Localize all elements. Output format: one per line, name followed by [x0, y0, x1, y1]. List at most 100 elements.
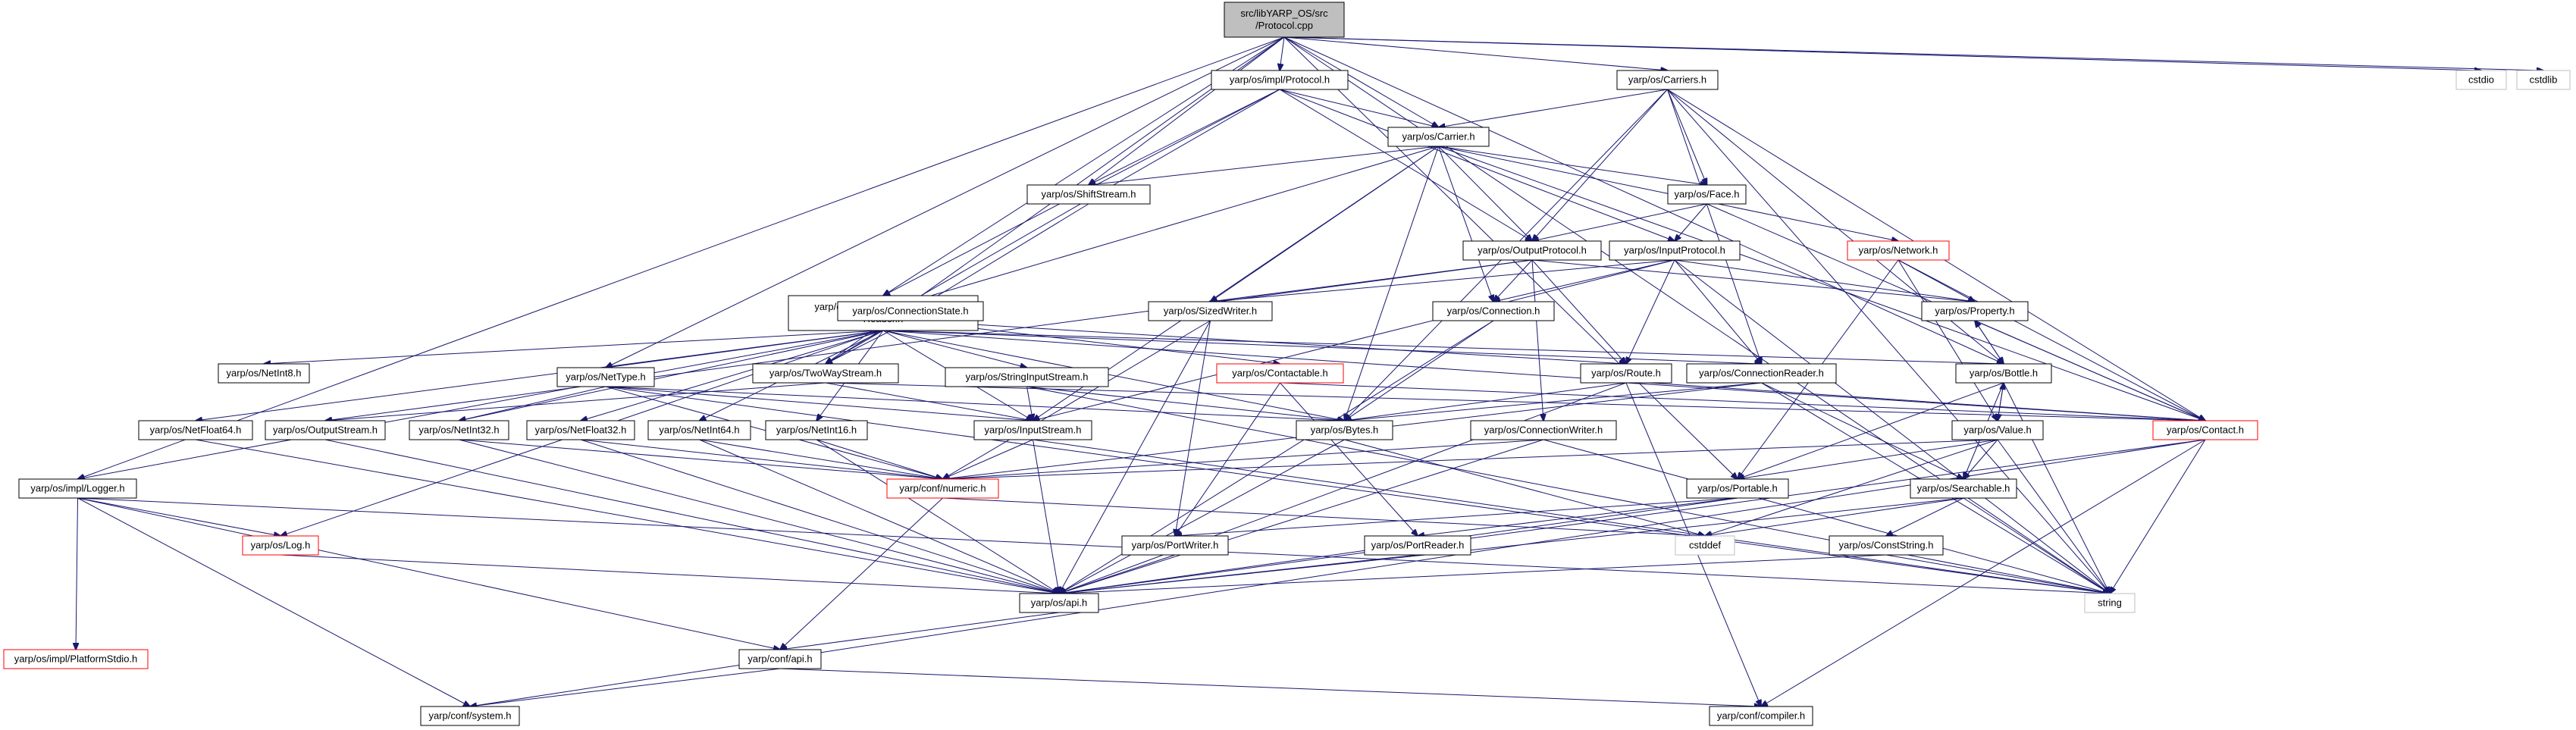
- node-carrier[interactable]: yarp/os/Carrier.h: [1387, 127, 1490, 147]
- edge-nettype-to-netint32: [459, 386, 606, 421]
- node-sizedwriter[interactable]: yarp/os/SizedWriter.h: [1148, 301, 1273, 321]
- node-numeric[interactable]: yarp/conf/numeric.h: [886, 478, 999, 499]
- node-netfloat32[interactable]: yarp/os/NetFloat32.h: [526, 420, 635, 440]
- edge-contact-to-osapi: [1059, 439, 2206, 594]
- node-root[interactable]: src/libYARP_OS/src/Protocol.cpp: [1224, 2, 1345, 38]
- node-box-outputstream: [265, 420, 386, 440]
- node-carriers[interactable]: yarp/os/Carriers.h: [1616, 70, 1719, 90]
- node-outputprotocol[interactable]: yarp/os/OutputProtocol.h: [1462, 240, 1602, 261]
- node-netint16[interactable]: yarp/os/NetInt16.h: [765, 420, 868, 440]
- node-inputstream[interactable]: yarp/os/InputStream.h: [973, 420, 1092, 440]
- edge-carriers-to-connreader: [1667, 89, 1762, 364]
- edge-nettype-to-inputstream: [605, 386, 1033, 421]
- node-contact[interactable]: yarp/os/Contact.h: [2152, 420, 2258, 440]
- node-netfloat64[interactable]: yarp/os/NetFloat64.h: [138, 420, 253, 440]
- edge-contact-to-string: [2110, 439, 2206, 594]
- edge-outputstream-to-osapi: [324, 439, 1059, 594]
- node-label-inputstream: yarp/os/InputStream.h: [985, 425, 1082, 436]
- edge-root-to-implprotocol: [1280, 36, 1285, 70]
- node-conststring[interactable]: yarp/os/ConstString.h: [1829, 535, 1944, 556]
- node-bottle[interactable]: yarp/os/Bottle.h: [1955, 363, 2052, 384]
- node-platformstdio[interactable]: yarp/os/impl/PlatformStdio.h: [3, 649, 149, 669]
- edge-inputprotocol-to-string: [1674, 259, 2110, 594]
- node-compiler[interactable]: yarp/conf/compiler.h: [1709, 706, 1813, 726]
- edge-netint16-to-osapi: [816, 439, 1059, 594]
- node-portreader[interactable]: yarp/os/PortReader.h: [1364, 535, 1471, 556]
- edge-outputprotocol-to-connection: [1493, 259, 1533, 302]
- edge-contactable-to-contact: [1280, 382, 2206, 421]
- node-nettype[interactable]: yarp/os/NetType.h: [556, 367, 655, 387]
- node-twowaystream[interactable]: yarp/os/TwoWayStream.h: [752, 363, 899, 384]
- node-label-string: string: [2098, 597, 2122, 609]
- edge-streamconn-to-twowaystream: [826, 330, 884, 364]
- edge-osapi-to-confapi: [780, 612, 1060, 650]
- node-route[interactable]: yarp/os/Route.h: [1580, 363, 1672, 384]
- edge-root-to-cstdlib: [1283, 36, 2543, 70]
- edge-bytes-to-osapi: [1059, 439, 1345, 594]
- node-value[interactable]: yarp/os/Value.h: [1951, 420, 2044, 440]
- node-label-compiler: yarp/conf/compiler.h: [1717, 710, 1805, 722]
- node-box-osapi: [1019, 593, 1099, 613]
- node-netint32[interactable]: yarp/os/NetInt32.h: [409, 420, 509, 440]
- node-box-netint8: [218, 363, 310, 384]
- edge-carrier-to-face: [1438, 146, 1707, 185]
- edge-connreader-to-bytes: [1345, 382, 1762, 421]
- node-netint64[interactable]: yarp/os/NetInt64.h: [647, 420, 751, 440]
- node-box-netfloat32: [526, 420, 635, 440]
- node-box-bottle: [1955, 363, 2052, 384]
- node-box-conststring: [1829, 535, 1944, 556]
- edge-portable-to-portreader: [1418, 497, 1738, 536]
- node-box-connwriter: [1470, 420, 1617, 440]
- node-property[interactable]: yarp/os/Property.h: [1921, 301, 2029, 321]
- node-outputstream[interactable]: yarp/os/OutputStream.h: [265, 420, 386, 440]
- node-label-logger: yarp/os/impl/Logger.h: [30, 483, 124, 494]
- node-confapi[interactable]: yarp/conf/api.h: [738, 649, 822, 669]
- node-connwriter[interactable]: yarp/os/ConnectionWriter.h: [1470, 420, 1617, 440]
- node-string: string: [2084, 593, 2136, 613]
- edge-carrier-to-connstate: [910, 146, 1439, 302]
- edge-bytes-to-cstddef: [1344, 439, 1706, 536]
- node-box-bytes: [1296, 420, 1393, 440]
- edge-streamconn-to-netfloat64: [196, 330, 884, 421]
- edge-value-to-string: [1997, 439, 2110, 594]
- node-label-log: yarp/os/Log.h: [251, 540, 311, 551]
- node-system[interactable]: yarp/conf/system.h: [420, 706, 520, 726]
- edge-bottle-to-portable: [1738, 382, 2004, 479]
- edge-searchable-to-cstddef: [1705, 497, 1964, 536]
- node-log[interactable]: yarp/os/Log.h: [242, 535, 319, 556]
- edge-sizedwriter-to-portwriter: [1175, 320, 1211, 536]
- node-label-portreader: yarp/os/PortReader.h: [1371, 540, 1465, 551]
- node-label-netint32: yarp/os/NetInt32.h: [418, 425, 499, 436]
- node-label-property: yarp/os/Property.h: [1935, 305, 2014, 317]
- node-searchable[interactable]: yarp/os/Searchable.h: [1910, 478, 2017, 499]
- node-implprotocol[interactable]: yarp/os/impl/Protocol.h: [1211, 70, 1349, 90]
- node-portwriter[interactable]: yarp/os/PortWriter.h: [1121, 535, 1229, 556]
- node-portable[interactable]: yarp/os/Portable.h: [1686, 478, 1789, 499]
- edge-network-to-value: [1898, 259, 1998, 421]
- edge-root-to-shiftstream: [1089, 36, 1285, 185]
- node-box-compiler: [1709, 706, 1813, 726]
- node-osapi[interactable]: yarp/os/api.h: [1019, 593, 1099, 613]
- node-box-connreader: [1686, 363, 1837, 384]
- node-label-root: src/libYARP_OS/src: [1240, 8, 1328, 19]
- node-network[interactable]: yarp/os/Network.h: [1847, 240, 1950, 261]
- node-logger[interactable]: yarp/os/impl/Logger.h: [18, 478, 137, 499]
- node-bytes[interactable]: yarp/os/Bytes.h: [1296, 420, 1393, 440]
- node-face[interactable]: yarp/os/Face.h: [1667, 184, 1747, 205]
- edge-bottle-to-property: [1975, 321, 2004, 365]
- edge-contact-to-compiler: [1761, 439, 2206, 707]
- node-stringinputstream[interactable]: yarp/os/StringInputStream.h: [945, 367, 1109, 387]
- edge-carrier-to-contact: [1438, 146, 2206, 421]
- node-inputprotocol[interactable]: yarp/os/InputProtocol.h: [1609, 240, 1741, 261]
- node-connection[interactable]: yarp/os/Connection.h: [1432, 301, 1555, 321]
- edge-implprotocol-to-shiftstream: [1089, 89, 1280, 185]
- node-connreader[interactable]: yarp/os/ConnectionReader.h: [1686, 363, 1837, 384]
- node-connstate[interactable]: yarp/os/ConnectionState.h: [837, 301, 984, 321]
- node-shiftstream[interactable]: yarp/os/ShiftStream.h: [1026, 184, 1151, 205]
- edge-contactable-to-portwriter: [1175, 382, 1280, 536]
- node-contactable[interactable]: yarp/os/Contactable.h: [1216, 363, 1344, 384]
- edge-netint32-to-osapi: [459, 439, 1060, 594]
- edge-conststring-to-string: [1885, 554, 2110, 594]
- node-netint8[interactable]: yarp/os/NetInt8.h: [218, 363, 310, 384]
